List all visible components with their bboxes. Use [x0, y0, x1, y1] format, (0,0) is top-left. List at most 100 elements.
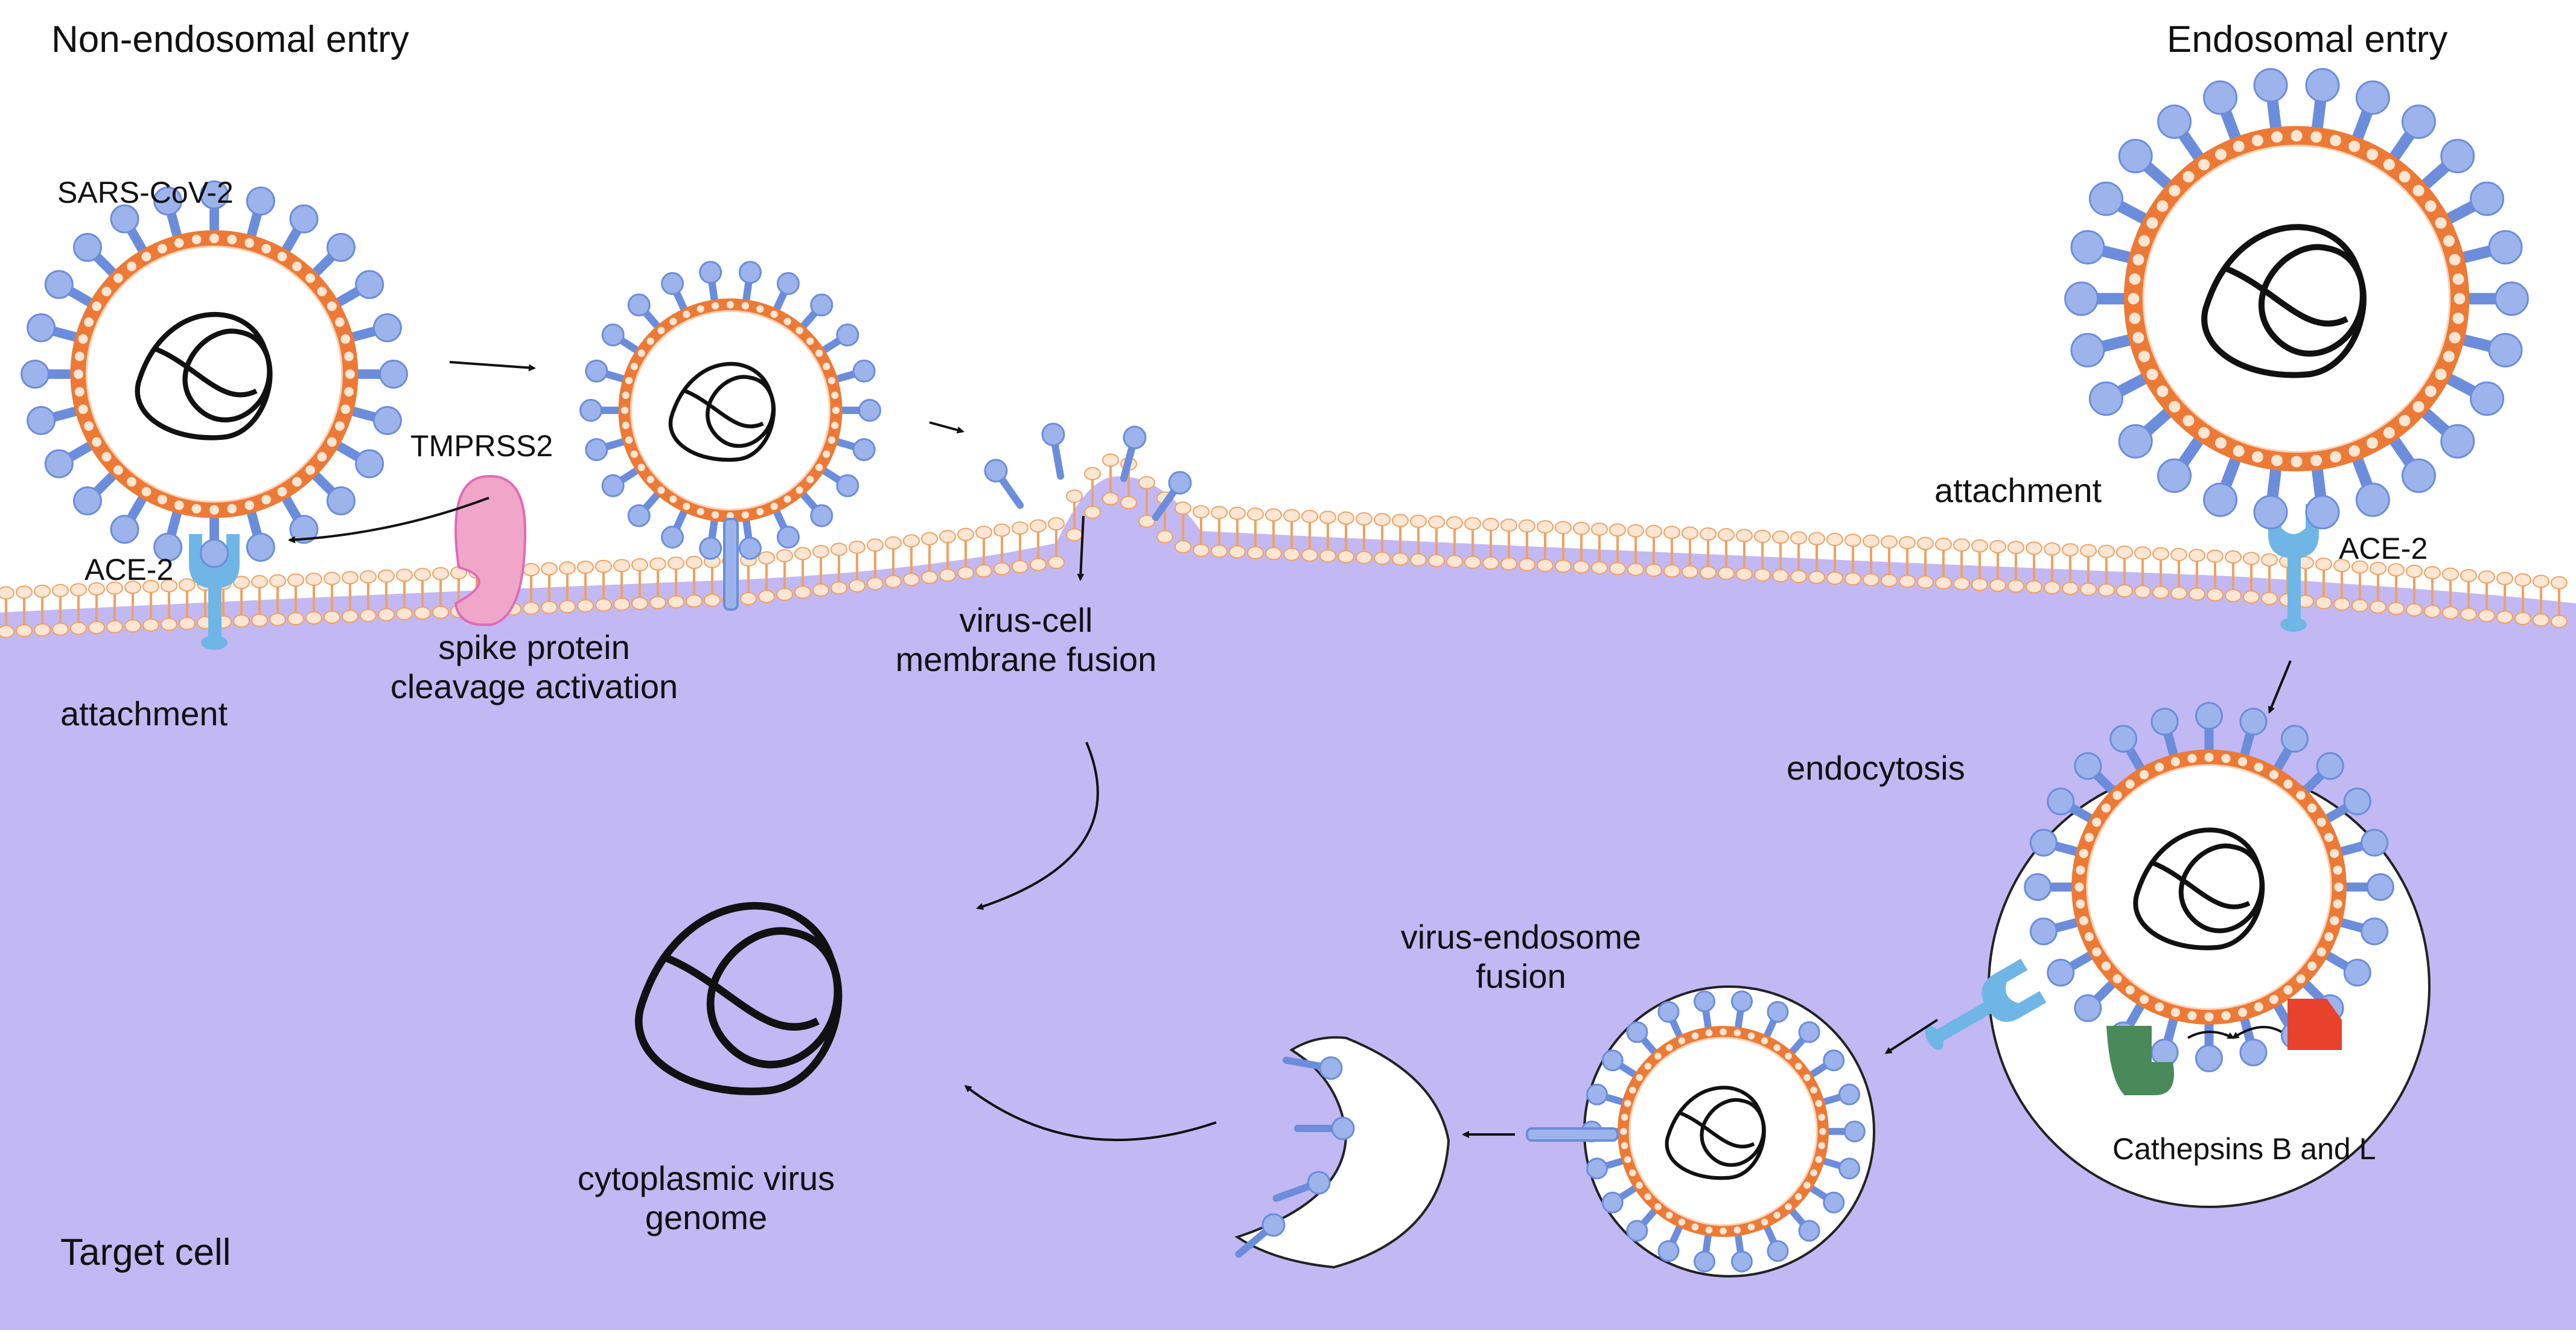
spike-head	[2088, 181, 2123, 216]
lipid-head	[2514, 612, 2531, 626]
viral-interior	[2142, 144, 2451, 453]
lipid-head	[1446, 516, 1463, 530]
envelope-lipid	[191, 235, 202, 244]
lipid-head	[432, 567, 449, 581]
envelope-lipid	[2452, 273, 2464, 285]
rna-genome	[2133, 827, 2265, 950]
envelope-lipid	[2198, 427, 2210, 439]
envelope-lipid	[84, 421, 94, 431]
envelope-lipid	[1773, 1212, 1781, 1219]
envelope-lipid	[806, 337, 814, 345]
spike-head	[200, 180, 229, 209]
lipid-head	[1265, 547, 1282, 561]
lipid-head	[1826, 533, 1843, 547]
lipid-head	[1464, 517, 1481, 530]
spike-head	[2440, 139, 2475, 174]
spike-head	[289, 515, 319, 544]
envelope-lipid	[292, 477, 302, 487]
spike-head	[2047, 958, 2075, 987]
cytoplasmic-genome-line1: cytoplasmic virus	[577, 1159, 835, 1197]
lipid-head	[704, 593, 721, 607]
lipid-head	[903, 534, 920, 548]
envelope-lipid	[2233, 445, 2245, 457]
envelope-lipid	[2330, 451, 2342, 463]
spike-head	[627, 504, 651, 527]
ace2-right-label: ACE-2	[2339, 532, 2428, 565]
envelope-lipid	[1621, 1113, 1628, 1121]
non-endosomal-entry-heading: Non-endosomal entry	[51, 19, 409, 60]
envelope-lipid	[1666, 1212, 1673, 1219]
lipid-head	[903, 573, 920, 587]
envelope-lipid	[92, 301, 102, 311]
lipid-head	[1356, 512, 1372, 526]
lipid-head	[16, 585, 33, 599]
lipid-head	[740, 592, 757, 605]
lipid-head	[1609, 523, 1626, 537]
spike-head	[2253, 495, 2288, 530]
lipid-head	[1356, 550, 1372, 564]
spike-head	[1694, 990, 1716, 1013]
endocytosis-label: endocytosis	[1787, 749, 1965, 787]
lipid-head	[1410, 553, 1427, 567]
endosome-fusion-line1: virus-endosome	[1400, 918, 1642, 956]
lipid-head	[1989, 578, 2006, 592]
envelope-lipid	[2330, 135, 2342, 147]
lipid-head	[867, 577, 884, 591]
envelope-lipid	[2204, 1012, 2214, 1022]
envelope-lipid	[756, 305, 764, 313]
spike-head	[1823, 1049, 1845, 1072]
envelope-lipid	[244, 238, 255, 248]
spike-head	[2401, 458, 2436, 493]
cathepsin-l	[2287, 999, 2342, 1050]
lipid-head	[2406, 564, 2423, 578]
lipid-head	[2533, 574, 2549, 588]
envelope-lipid	[317, 287, 327, 296]
lipid-head	[2189, 587, 2205, 601]
spike-head	[72, 486, 102, 516]
spike-head	[2195, 702, 2223, 730]
lipid-head	[1464, 555, 1481, 569]
lipid-head	[631, 596, 648, 610]
envelope-lipid	[340, 334, 351, 344]
spike-head	[2047, 787, 2075, 816]
lipid-head	[1374, 513, 1391, 527]
envelope-lipid	[2079, 848, 2088, 858]
lipid-head	[1012, 560, 1028, 574]
envelope-lipid	[620, 406, 629, 415]
lipid-head	[1392, 552, 1409, 566]
spike-head	[810, 293, 834, 317]
lipid-head	[1120, 495, 1137, 509]
spike-head	[776, 526, 800, 549]
envelope-lipid	[1794, 1193, 1802, 1200]
spike-head	[2118, 424, 2153, 459]
spike-head	[153, 532, 183, 562]
envelope-lipid	[827, 436, 836, 444]
lipid-head	[2551, 576, 2568, 590]
lipid-head	[1573, 560, 1590, 574]
lipid-head	[631, 558, 648, 571]
spike-head	[1601, 1191, 1624, 1214]
envelope-lipid	[827, 377, 836, 384]
spike-head	[372, 313, 402, 343]
spike-head	[1798, 1220, 1820, 1242]
lipid-head	[649, 596, 666, 609]
endosomal-entry-heading: Endosomal entry	[2167, 19, 2448, 60]
lipid-head	[124, 619, 141, 633]
envelope-lipid	[625, 377, 633, 384]
crescent-spike	[1272, 1171, 1331, 1202]
envelope-lipid	[2155, 1002, 2164, 1012]
envelope-lipid	[2443, 351, 2455, 363]
lipid-head	[2406, 603, 2423, 617]
envelope-lipid	[1678, 1037, 1686, 1045]
envelope-lipid	[1747, 1032, 1755, 1040]
spike-head	[1331, 1116, 1355, 1141]
spike-head	[2070, 230, 2105, 265]
envelope-lipid	[630, 363, 638, 371]
lipid-head	[1790, 570, 1807, 584]
spike-head	[110, 204, 139, 234]
lipid-head	[812, 583, 829, 597]
lipid-head	[1193, 544, 1210, 557]
lipid-head	[2370, 562, 2386, 576]
spike-head	[1586, 1083, 1608, 1106]
